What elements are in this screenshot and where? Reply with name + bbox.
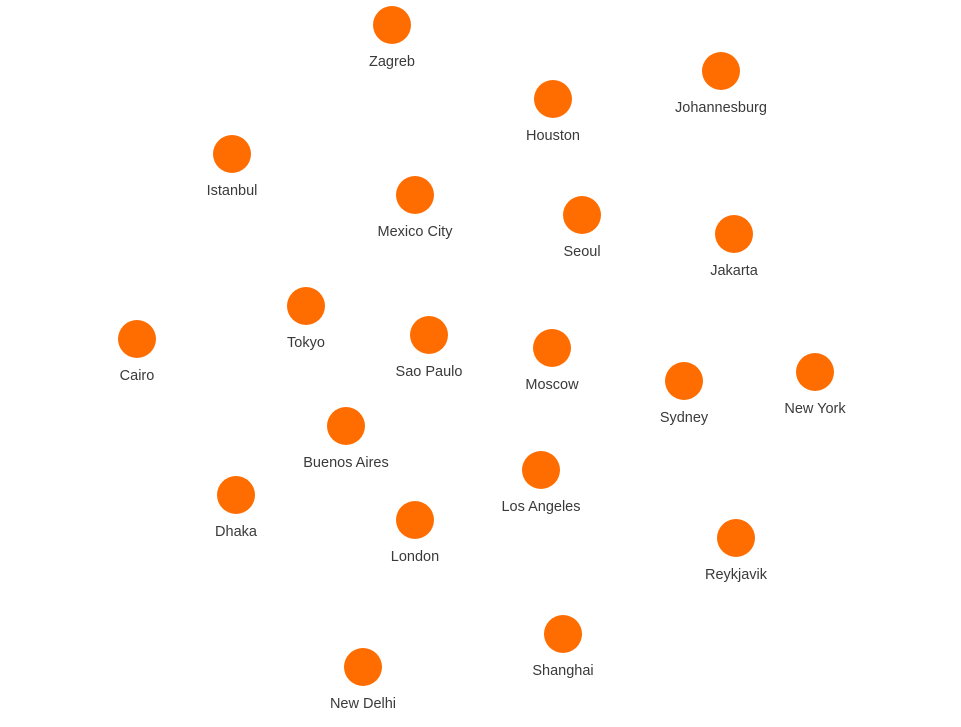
- node-circle[interactable]: [544, 615, 582, 653]
- node-circle[interactable]: [796, 353, 834, 391]
- node-label: New York: [784, 401, 846, 417]
- node-circle[interactable]: [534, 80, 572, 118]
- node-london[interactable]: London: [391, 501, 439, 565]
- node-johannesburg[interactable]: Johannesburg: [675, 52, 767, 116]
- node-sydney[interactable]: Sydney: [660, 362, 708, 426]
- node-label: Houston: [525, 128, 580, 144]
- node-label: New Delhi: [329, 696, 397, 712]
- node-seoul[interactable]: Seoul: [563, 196, 601, 260]
- node-circle[interactable]: [702, 52, 740, 90]
- node-circle[interactable]: [213, 135, 251, 173]
- node-circle[interactable]: [373, 6, 411, 44]
- node-moscow[interactable]: Moscow: [525, 329, 579, 393]
- node-label: Shanghai: [532, 663, 594, 679]
- node-label: Tokyo: [287, 335, 325, 351]
- node-label: Sao Paulo: [395, 364, 463, 380]
- node-zagreb[interactable]: Zagreb: [369, 6, 415, 70]
- node-circle[interactable]: [717, 519, 755, 557]
- node-circle[interactable]: [563, 196, 601, 234]
- node-los-angeles[interactable]: Los Angeles: [501, 451, 581, 515]
- node-circle[interactable]: [287, 287, 325, 325]
- node-shanghai[interactable]: Shanghai: [532, 615, 594, 679]
- node-circle[interactable]: [396, 176, 434, 214]
- node-circle[interactable]: [665, 362, 703, 400]
- node-reykjavik[interactable]: Reykjavik: [705, 519, 767, 583]
- node-new-york[interactable]: New York: [784, 353, 846, 417]
- node-label: Moscow: [525, 377, 579, 393]
- node-label: Istanbul: [206, 183, 258, 199]
- node-sao-paulo[interactable]: Sao Paulo: [396, 316, 462, 380]
- node-label: Johannesburg: [675, 100, 767, 116]
- node-mexico-city[interactable]: Mexico City: [378, 176, 452, 240]
- node-label: Reykjavik: [704, 567, 768, 583]
- node-buenos-aires[interactable]: Buenos Aires: [303, 407, 389, 471]
- node-label: London: [390, 549, 440, 565]
- node-label: Seoul: [563, 244, 601, 260]
- node-label: Sydney: [659, 410, 709, 426]
- node-circle[interactable]: [522, 451, 560, 489]
- node-label: Dhaka: [215, 524, 257, 540]
- node-label: Mexico City: [377, 224, 453, 240]
- node-label: Cairo: [119, 368, 155, 384]
- node-tokyo[interactable]: Tokyo: [287, 287, 325, 351]
- node-jakarta[interactable]: Jakarta: [710, 215, 758, 279]
- node-circle[interactable]: [533, 329, 571, 367]
- node-new-delhi[interactable]: New Delhi: [330, 648, 396, 712]
- node-circle[interactable]: [410, 316, 448, 354]
- node-istanbul[interactable]: Istanbul: [207, 135, 257, 199]
- node-houston[interactable]: Houston: [526, 80, 580, 144]
- node-label: Zagreb: [369, 54, 415, 70]
- node-label: Los Angeles: [501, 499, 581, 515]
- node-circle[interactable]: [217, 476, 255, 514]
- node-circle[interactable]: [396, 501, 434, 539]
- node-circle[interactable]: [344, 648, 382, 686]
- node-dhaka[interactable]: Dhaka: [215, 476, 257, 540]
- node-circle[interactable]: [118, 320, 156, 358]
- node-label: Buenos Aires: [303, 455, 389, 471]
- node-circle[interactable]: [327, 407, 365, 445]
- node-circle[interactable]: [715, 215, 753, 253]
- node-label: Jakarta: [710, 263, 758, 279]
- node-cairo[interactable]: Cairo: [118, 320, 156, 384]
